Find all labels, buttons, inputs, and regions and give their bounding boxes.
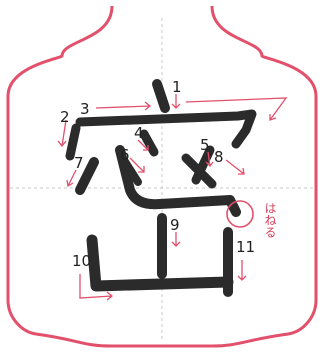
arrow-8 xyxy=(226,160,244,174)
stroke-1 xyxy=(157,84,165,108)
hane-annotation: はねる xyxy=(263,202,277,238)
stroke-number-9: 9 xyxy=(170,216,180,234)
arrow-7 xyxy=(67,170,76,186)
stroke-number-5: 5 xyxy=(200,136,210,154)
stroke-number-3: 3 xyxy=(80,100,90,118)
stroke-2 xyxy=(70,128,76,156)
stroke-3 xyxy=(80,114,252,144)
stroke-number-6: 6 xyxy=(120,146,130,164)
stroke-4 xyxy=(144,134,154,152)
stroke-number-1: 1 xyxy=(172,78,182,96)
stroke-number-8: 8 xyxy=(214,148,224,166)
stroke-number-7: 7 xyxy=(74,154,84,172)
arrow-9 xyxy=(172,232,180,246)
stroke-number-4: 4 xyxy=(134,124,144,142)
stroke-number-2: 2 xyxy=(60,108,70,126)
arrow-1 xyxy=(172,94,180,108)
arrow-11 xyxy=(238,260,246,280)
stroke-number-10: 10 xyxy=(72,252,91,270)
stroke-number-11: 11 xyxy=(236,238,255,256)
arrow-3 xyxy=(96,102,150,110)
